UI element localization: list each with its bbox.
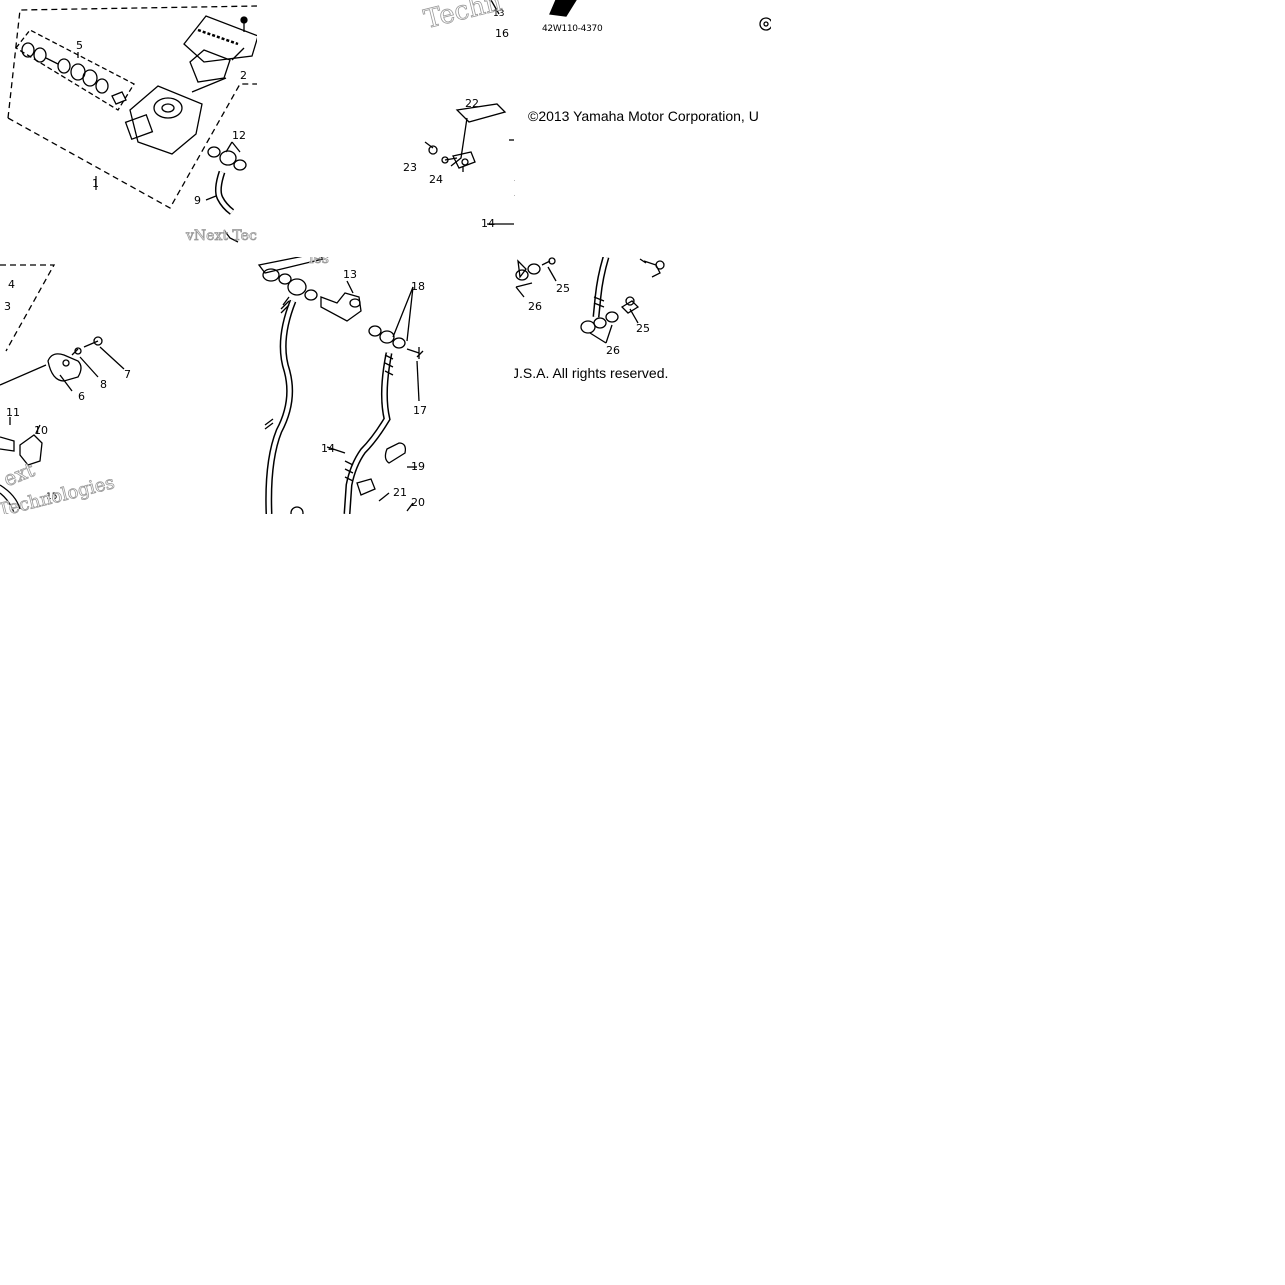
diagram-tile-clamp: 4 3 7 8 6 11 10 15 ext Technologies [0, 257, 257, 514]
diagram-tile-copyright: 42W110-4370 ©2013 Yamaha Motor Corporati… [514, 0, 771, 257]
callout-2: 2 [240, 69, 247, 82]
callout-5: 5 [76, 39, 83, 52]
watermark-text: vNext Tec [186, 228, 257, 245]
callout-6: 6 [78, 390, 85, 403]
callout-13: 13 [343, 268, 357, 281]
callout-26: 26 [528, 300, 542, 313]
callout-10: 10 [34, 424, 48, 437]
callout-19: 19 [411, 460, 425, 473]
callout-12: 12 [232, 129, 246, 142]
copyright-tile-drawing [514, 0, 771, 196]
callout-26: 26 [606, 344, 620, 357]
callout-25: 25 [556, 282, 570, 295]
callout-20: 20 [411, 496, 425, 509]
bracket-drawing [424, 0, 514, 225]
callout-8: 8 [100, 378, 107, 391]
copyright-line-2: J.S.A. All rights reserved. [514, 365, 669, 381]
callout-4: 4 [8, 278, 15, 291]
hoses-drawing [257, 257, 424, 514]
callout-22: 22 [465, 97, 479, 110]
watermark-text: ies [309, 257, 330, 267]
callout-23: 23 [403, 161, 417, 174]
callout-11: 11 [6, 406, 20, 419]
diagram-tile-bracket: Techn 16 13 22 23 24 14 [257, 0, 514, 257]
master-cylinder-drawing [7, 5, 257, 243]
fittings-drawing [515, 257, 665, 344]
callout-14: 14 [321, 442, 335, 455]
callout-24: 24 [429, 173, 443, 186]
callout-3: 3 [4, 300, 11, 313]
copyright-line-1: ©2013 Yamaha Motor Corporation, U [528, 108, 759, 124]
callout-15: 15 [46, 492, 58, 502]
callout-1: 1 [92, 177, 99, 190]
clamp-drawing [0, 264, 125, 514]
callout-25: 25 [636, 322, 650, 335]
diagram-tile-hoses: ies 13 18 17 14 19 21 20 [257, 257, 514, 514]
callout-13: 13 [493, 9, 505, 19]
callout-21: 21 [393, 486, 407, 499]
diagram-tile-master-cylinder: 5 2 12 9 1 vNext Tec [0, 0, 257, 257]
callout-14: 14 [481, 217, 495, 230]
callout-16: 16 [495, 27, 509, 40]
callout-18: 18 [411, 280, 425, 293]
callout-7: 7 [124, 368, 131, 381]
diagram-tile-fittings: 26 25 25 26 J.S.A. All rights reserved. [514, 257, 771, 514]
callout-17: 17 [413, 404, 427, 417]
part-code: 42W110-4370 [542, 24, 603, 34]
callout-9: 9 [194, 194, 201, 207]
